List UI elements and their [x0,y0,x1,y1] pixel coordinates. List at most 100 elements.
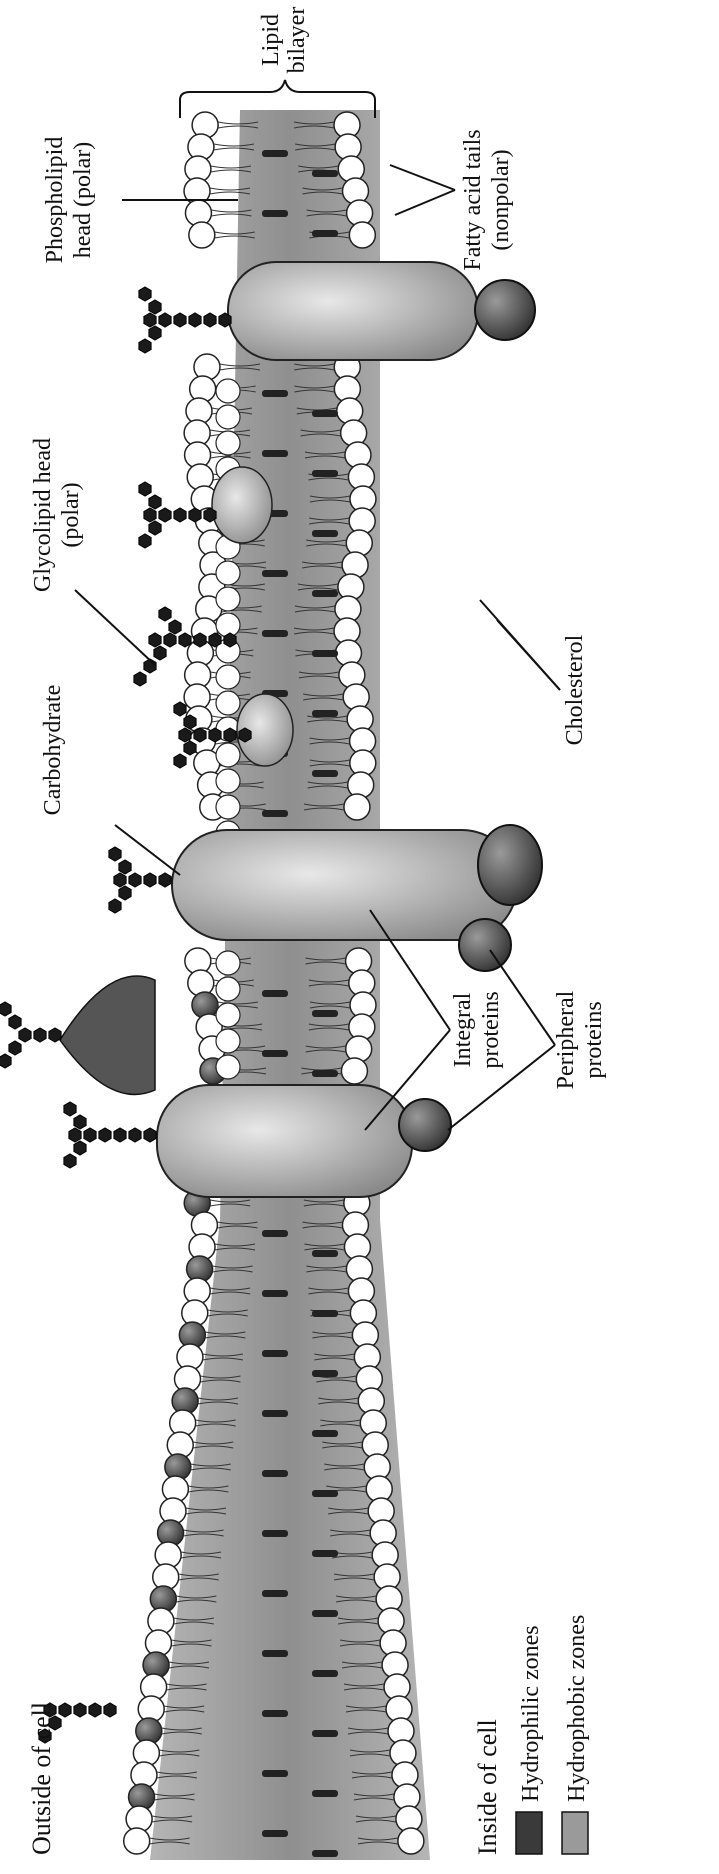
phospholipid-head-outer [189,222,215,248]
cholesterol-molecule [262,1650,288,1657]
carbohydrate-unit [84,1128,96,1142]
carbohydrate-unit [149,326,161,340]
label-fatty-acid-1: Fatty acid tails [460,129,486,270]
phospholipid-head-back [216,665,240,689]
carbohydrate-unit [159,607,171,621]
carbohydrate-unit [194,728,206,742]
label-glycolipid-2: (polar) [58,482,84,547]
legend: Hydrophilic zones Hydrophobic zones [516,1615,590,1854]
label-integral-2: proteins [478,991,504,1068]
carbohydrate-unit [224,728,236,742]
cholesterol-molecule [262,810,288,817]
carbohydrate-unit [59,1703,71,1717]
carbohydrate-unit [9,1015,21,1029]
phospholipid-head-back [216,613,240,637]
carbohydrate-unit [159,313,171,327]
carbohydrate-unit [34,1028,46,1042]
peripheral-protein-2 [478,825,542,905]
label-inside-of-cell: Inside of cell [473,1719,502,1855]
legend-label-hydrophilic: Hydrophilic zones [518,1625,544,1802]
carbohydrate-unit [174,313,186,327]
phospholipid-head-back [216,795,240,819]
peripheral-protein-4 [399,1099,451,1151]
carbohydrate-unit [149,495,161,509]
cholesterol-molecule [262,1710,288,1717]
label-fatty-acid-2: (nonpolar) [488,149,514,250]
carbohydrate-unit [74,1703,86,1717]
phospholipid-head-inner [398,1828,424,1854]
carbohydrate-unit [139,339,151,353]
cholesterol-molecule [262,150,288,157]
cholesterol-molecule [262,1350,288,1357]
cholesterol-molecule [262,1050,288,1057]
carbohydrate-unit [219,313,231,327]
cholesterol-molecule [262,1590,288,1597]
carbohydrate-unit [144,1128,156,1142]
carbohydrate-unit [159,873,171,887]
carbohydrate-unit [239,728,251,742]
carbohydrate-unit [69,1128,81,1142]
phospholipid-head-back [216,405,240,429]
label-lipid-bilayer-1: Lipid [258,14,284,66]
cholesterol-molecule [312,1250,338,1257]
cholesterol-molecule [262,1290,288,1297]
cholesterol-molecule [312,1670,338,1677]
carbohydrate-unit [114,1128,126,1142]
phospholipid-head-back [216,379,240,403]
cholesterol-molecule [312,650,338,657]
carbohydrate-unit [114,873,126,887]
carbohydrate-unit [139,534,151,548]
cholesterol-molecule [312,1430,338,1437]
label-peripheral-2: proteins [581,1001,607,1078]
cholesterol-molecule [262,1770,288,1777]
glycolipid-bump-1 [212,467,272,543]
carbohydrate-unit [9,1041,21,1055]
cholesterol-molecule [312,1790,338,1797]
carbohydrate-unit [149,300,161,314]
carbohydrate-unit [144,313,156,327]
carbohydrate-unit [179,728,191,742]
carbohydrate-unit [64,1154,76,1168]
legend-swatch-hydrophobic [562,1812,588,1854]
carbohydrate-unit [164,633,176,647]
cholesterol-molecule [312,1610,338,1617]
carbohydrate-unit [139,482,151,496]
cholesterol-molecule [312,170,338,177]
label-cholesterol: Cholesterol [562,634,588,745]
carbohydrate-unit [209,633,221,647]
cholesterol-molecule [262,1530,288,1537]
cholesterol-molecule [262,1230,288,1237]
carbohydrate-unit [134,672,146,686]
carbohydrate-unit [139,287,151,301]
cholesterol-molecule [312,470,338,477]
phospholipid-head-back [216,431,240,455]
cholesterol-molecule [312,530,338,537]
cholesterol-molecule [262,630,288,637]
carbohydrate-unit [129,1128,141,1142]
phospholipid-head-inner [349,222,375,248]
cholesterol-molecule [312,1490,338,1497]
carbohydrate-unit [89,1703,101,1717]
carbohydrate-unit [74,1141,86,1155]
legend-label-hydrophobic: Hydrophobic zones [564,1615,590,1802]
carbohydrate-unit [184,741,196,755]
carbohydrate-unit [129,873,141,887]
label-lipid-bilayer-2: bilayer [284,7,310,74]
peripheral-protein-1 [475,280,535,340]
cholesterol-molecule [262,1830,288,1837]
label-phospholipid-1: Phospholipid [42,137,68,264]
carbohydrate-unit [204,508,216,522]
carbohydrate-unit [154,646,166,660]
cholesterol-molecule [312,770,338,777]
carbohydrate-unit [104,1703,116,1717]
carbohydrate-unit [0,1054,11,1068]
label-glycolipid-1: Glycolipid head [30,438,56,592]
carbohydrate-unit [0,1002,11,1016]
cholesterol-molecule [312,1310,338,1317]
carbohydrate-unit [119,886,131,900]
carbohydrate-unit [159,508,171,522]
carbohydrate-unit [99,1128,111,1142]
phospholipid-head-inner [341,1058,367,1084]
legend-swatch-hydrophilic [516,1812,542,1854]
